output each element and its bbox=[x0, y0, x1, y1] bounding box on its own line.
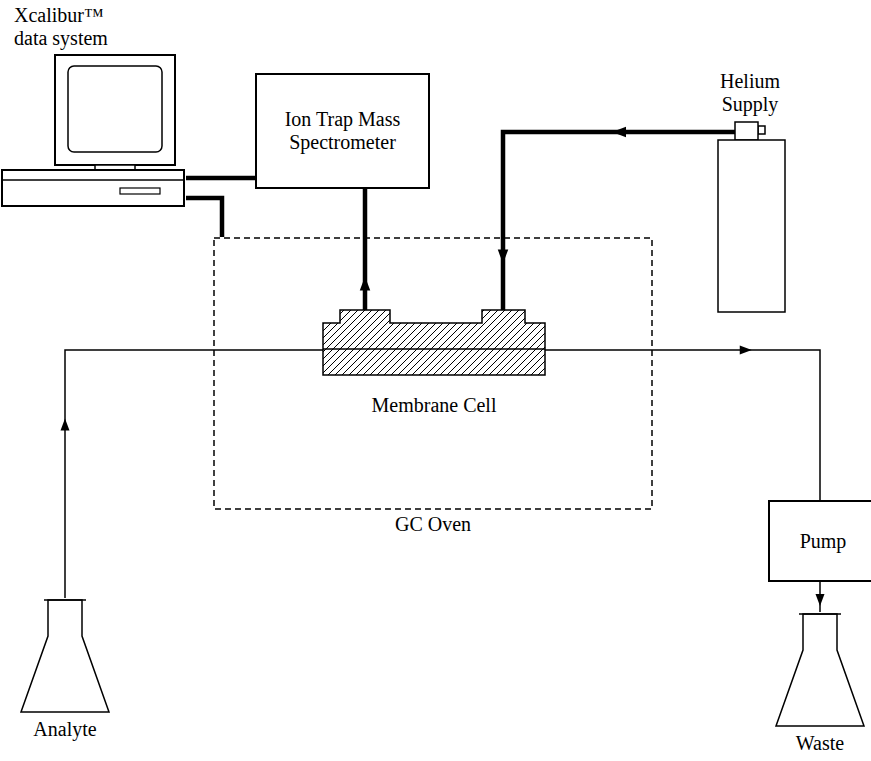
connector bbox=[65, 350, 323, 598]
node-label: Xcalibur™ data system bbox=[14, 4, 120, 50]
connector-group bbox=[816, 582, 825, 612]
membrane-cell: Membrane Cell bbox=[323, 310, 545, 420]
arrowhead bbox=[612, 127, 626, 138]
oven-region-outline bbox=[213, 237, 653, 537]
connector bbox=[186, 198, 222, 237]
arrowhead bbox=[61, 418, 70, 430]
connector bbox=[363, 189, 368, 310]
node-label: Membrane Cell bbox=[323, 394, 545, 417]
node-label: GC Oven bbox=[213, 513, 653, 536]
process-box: Ion Trap Mass Spectrometer bbox=[255, 73, 430, 189]
node-label: Waste bbox=[770, 732, 870, 755]
connector-group bbox=[545, 346, 820, 501]
connector bbox=[503, 132, 735, 310]
oven-region: Membrane Cell GC Oven bbox=[213, 237, 653, 537]
computer-icon: Xcalibur™ data system bbox=[0, 0, 186, 208]
arrowhead bbox=[498, 250, 509, 264]
flask: Analyte bbox=[15, 598, 115, 748]
arrowhead bbox=[360, 276, 371, 290]
arrowhead bbox=[816, 594, 825, 606]
node-label: Helium Supply bbox=[705, 70, 795, 116]
connector-group bbox=[61, 350, 324, 598]
node-label: Pump bbox=[792, 530, 855, 553]
pump-box: Pump bbox=[768, 500, 871, 582]
node-label: Analyte bbox=[15, 718, 115, 741]
connector bbox=[545, 350, 820, 500]
arrowhead bbox=[740, 346, 752, 355]
connector-group bbox=[498, 127, 735, 310]
node-label: Ion Trap Mass Spectrometer bbox=[255, 108, 430, 154]
connector-group bbox=[186, 178, 255, 179]
connector bbox=[186, 176, 255, 181]
connector-group bbox=[360, 189, 371, 310]
flask: Waste bbox=[770, 612, 870, 760]
gas-cylinder: Helium Supply bbox=[695, 70, 805, 315]
connector-group bbox=[186, 198, 222, 237]
